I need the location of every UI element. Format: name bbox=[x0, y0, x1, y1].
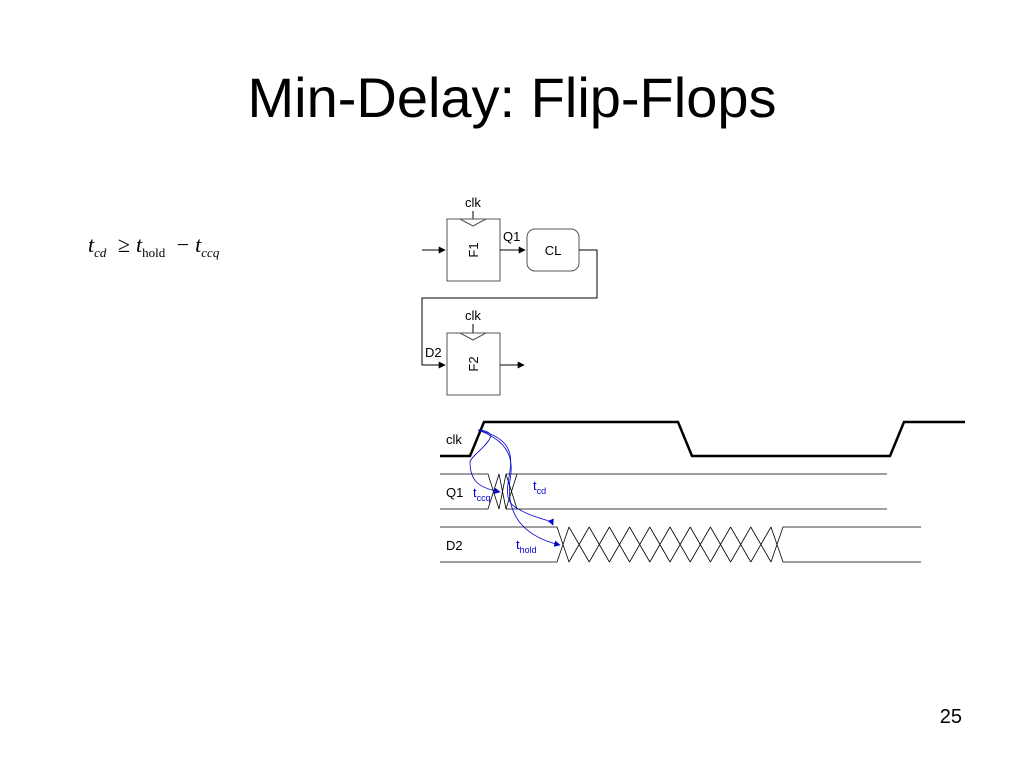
d2-label: D2 bbox=[425, 345, 442, 360]
flip-flop-f2 bbox=[446, 332, 501, 396]
combinational-logic-label: CL bbox=[545, 243, 562, 258]
slide-number: 25 bbox=[939, 706, 962, 728]
formula-lhs-sub: cd bbox=[94, 245, 107, 260]
thold-label: thold bbox=[516, 537, 537, 555]
circuit-schematic: clk F1 Q1 CL D2 clk F2 bbox=[421, 195, 598, 396]
formula-lhs-var: t bbox=[88, 232, 95, 257]
clk-label-f1: clk bbox=[465, 195, 481, 210]
tccq-label: tccq bbox=[473, 485, 491, 503]
clk-label-f2: clk bbox=[465, 308, 481, 323]
d2-waveform-stable bbox=[440, 526, 921, 563]
formula-rhs1-sub: hold bbox=[142, 245, 166, 260]
q1-label: Q1 bbox=[503, 229, 520, 244]
clock-triangle-f1 bbox=[459, 218, 487, 227]
formula-rhs2-sub: ccq bbox=[201, 245, 220, 260]
q1-transition-crossing bbox=[505, 473, 518, 510]
timing-diagram: clk Q1 D2 tccq tcd thold bbox=[440, 420, 965, 563]
formula-operator: − bbox=[176, 232, 190, 257]
clk-waveform bbox=[440, 420, 965, 458]
timing-q1-label: Q1 bbox=[446, 485, 463, 500]
timing-d2-label: D2 bbox=[446, 538, 463, 553]
d2-hatch-pattern bbox=[568, 526, 772, 563]
formula-rhs1-var: t bbox=[135, 232, 143, 257]
flip-flop-f1 bbox=[446, 218, 501, 282]
flip-flop-f1-label: F1 bbox=[466, 242, 481, 257]
d2-wire bbox=[421, 249, 598, 369]
tcd-arrow bbox=[477, 429, 554, 526]
formula-rhs2-var: t bbox=[195, 232, 202, 257]
hold-time-constraint-formula: tcd ≥thold −tccq bbox=[88, 232, 219, 261]
timing-clk-label: clk bbox=[446, 432, 462, 447]
clock-triangle-f2 bbox=[459, 332, 487, 341]
d2-contamination-region bbox=[568, 526, 772, 563]
formula-relation: ≥ bbox=[117, 232, 130, 257]
slide-title: Min-Delay: Flip-Flops bbox=[247, 66, 777, 129]
tcd-label: tcd bbox=[533, 478, 546, 496]
thold-arrow bbox=[477, 429, 561, 547]
flip-flop-f2-label: F2 bbox=[466, 356, 481, 371]
